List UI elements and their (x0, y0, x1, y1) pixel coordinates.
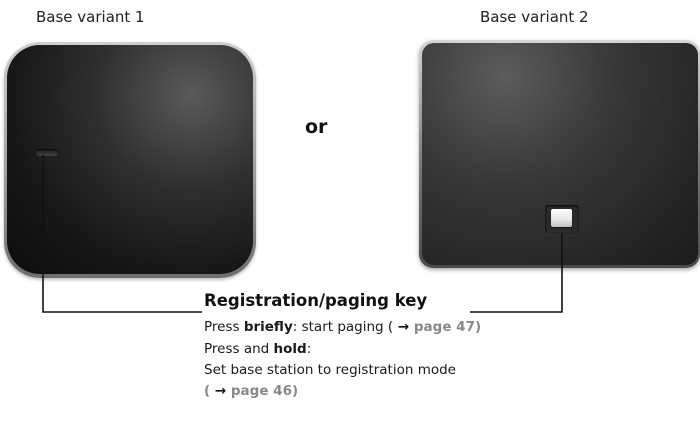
press-briefly-suffix: : start paging ( (292, 319, 394, 335)
base-variant-1-device (4, 42, 256, 278)
base-variant-1-face (7, 45, 253, 274)
page-46-link[interactable]: page 46 (230, 383, 292, 399)
press-and-hold-emphasis: hold (273, 341, 307, 357)
press-briefly-emphasis: briefly (243, 319, 293, 335)
base-variant-2-key-well (545, 205, 579, 233)
base-variant-2-caption: Base variant 2 (480, 8, 589, 26)
registration-paging-key-title: Registration/paging key (204, 291, 428, 310)
base-variant-1-paging-key (36, 149, 58, 155)
or-label: or (305, 116, 328, 138)
page-47-link[interactable]: page 47 (413, 319, 475, 335)
press-briefly-line: Press briefly: start paging ( → page 47) (204, 318, 481, 336)
press-and-hold-suffix: : (306, 341, 312, 357)
press-briefly-prefix: Press (204, 319, 244, 335)
base-variant-1-caption: Base variant 1 (36, 8, 145, 26)
base-variant-2-device (419, 40, 700, 268)
page-47-reference[interactable]: → page 47 (393, 319, 475, 335)
right-arrow-icon: → (210, 383, 231, 399)
page-46-close: ) (291, 383, 299, 399)
registration-mode-line: Set base station to registration mode (204, 362, 456, 378)
page-46-reference[interactable]: → page 46 (210, 383, 292, 399)
press-and-hold-prefix: Press and (204, 341, 274, 357)
base-variant-2-paging-key (551, 209, 572, 227)
right-arrow-icon: → (393, 319, 414, 335)
press-briefly-close: ) (474, 319, 482, 335)
page-46-open: ( (204, 383, 211, 399)
page-46-reference-line: ( → page 46) (204, 382, 298, 400)
press-and-hold-line: Press and hold: (204, 340, 311, 358)
